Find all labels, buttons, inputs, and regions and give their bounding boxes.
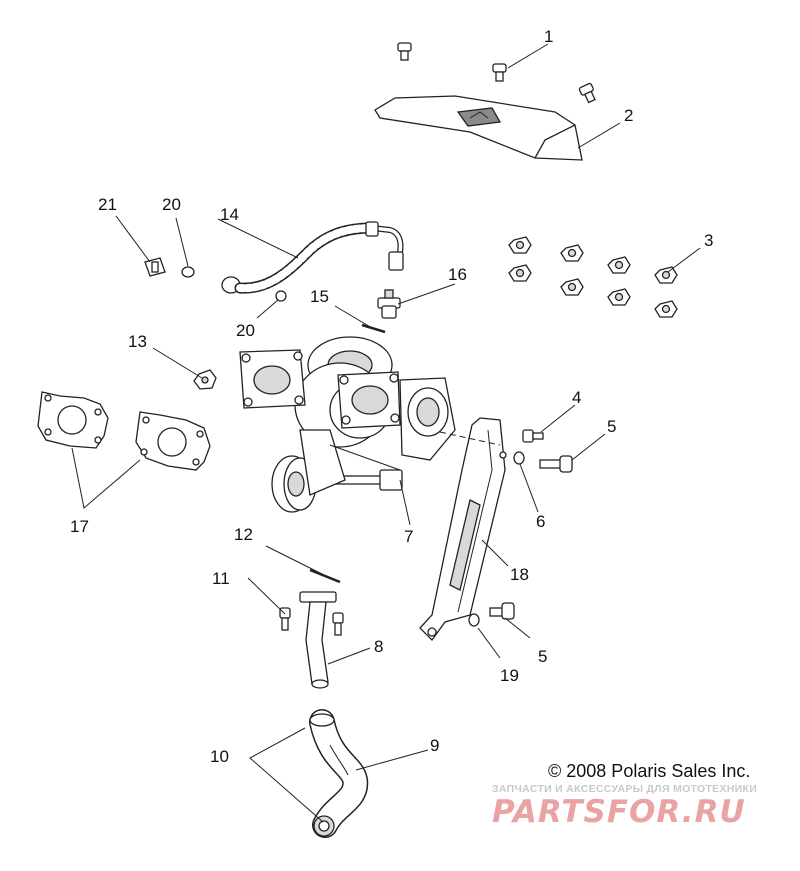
bolt-11a — [279, 607, 291, 631]
bolt-4 — [522, 429, 544, 443]
drain-tube — [299, 591, 337, 689]
washer-6 — [513, 451, 525, 465]
callout-7: 7 — [404, 527, 413, 546]
nut — [560, 244, 584, 262]
callout-14: 14 — [220, 205, 239, 224]
fitting-21 — [144, 257, 166, 277]
callout-6: 6 — [536, 512, 545, 531]
callout-15: 15 — [310, 287, 329, 306]
nut — [560, 278, 584, 296]
leader-lines — [71, 43, 701, 823]
callout-12: 12 — [234, 525, 253, 544]
nut — [654, 266, 678, 284]
nut — [607, 256, 631, 274]
fitting-16 — [377, 289, 401, 319]
callout-16: 16 — [448, 265, 467, 284]
callout-13: 13 — [128, 332, 147, 351]
bolt-5b — [489, 602, 515, 620]
callout-11: 11 — [212, 569, 230, 588]
watermark-brand: PARTSFOR.RU — [492, 794, 746, 830]
gasket-17a — [37, 391, 109, 449]
callout-3: 3 — [704, 231, 713, 250]
callout-1: 1 — [544, 27, 553, 46]
callout-17: 17 — [70, 517, 89, 536]
nut-13 — [193, 369, 217, 390]
callout-2: 2 — [624, 106, 633, 125]
callout-18: 18 — [510, 565, 529, 584]
nut — [508, 264, 532, 282]
turbocharger — [239, 336, 456, 513]
callout-21: 21 — [98, 195, 117, 214]
callout-10: 10 — [210, 747, 229, 766]
callout-19: 19 — [500, 666, 519, 685]
hose — [309, 709, 369, 838]
callout-9: 9 — [430, 736, 439, 755]
nut — [654, 300, 678, 318]
gasket-15 — [361, 323, 386, 334]
oil-line — [221, 221, 404, 294]
callout-20a: 20 — [162, 195, 181, 214]
nut — [607, 288, 631, 306]
callout-4: 4 — [572, 388, 581, 407]
copyright-text: © 2008 Polaris Sales Inc. — [548, 761, 750, 781]
bolt-1b — [492, 63, 507, 82]
support-bracket — [419, 417, 507, 641]
nut — [508, 236, 532, 254]
heat-shield — [374, 95, 583, 161]
watermark-tagline: ЗАПЧАСТИ И АКСЕССУАРЫ ДЛЯ МОТОТЕХНИКИ — [492, 783, 757, 795]
bolt-1a — [397, 42, 412, 61]
washer-20a — [181, 266, 195, 278]
gasket-17b — [135, 411, 211, 471]
nut-group — [508, 236, 678, 318]
washer-19 — [468, 613, 480, 627]
callout-labels: 1 2 3 4 5 5 6 7 8 9 10 11 12 13 14 15 16… — [70, 27, 713, 766]
callout-5b: 5 — [538, 647, 547, 666]
bolt-1c — [578, 82, 596, 104]
callout-20b: 20 — [236, 321, 255, 340]
callout-8: 8 — [374, 637, 383, 656]
washer-20b — [275, 290, 287, 302]
callout-5a: 5 — [607, 417, 616, 436]
bolt-5a — [539, 455, 573, 473]
bolt-11b — [332, 612, 344, 636]
